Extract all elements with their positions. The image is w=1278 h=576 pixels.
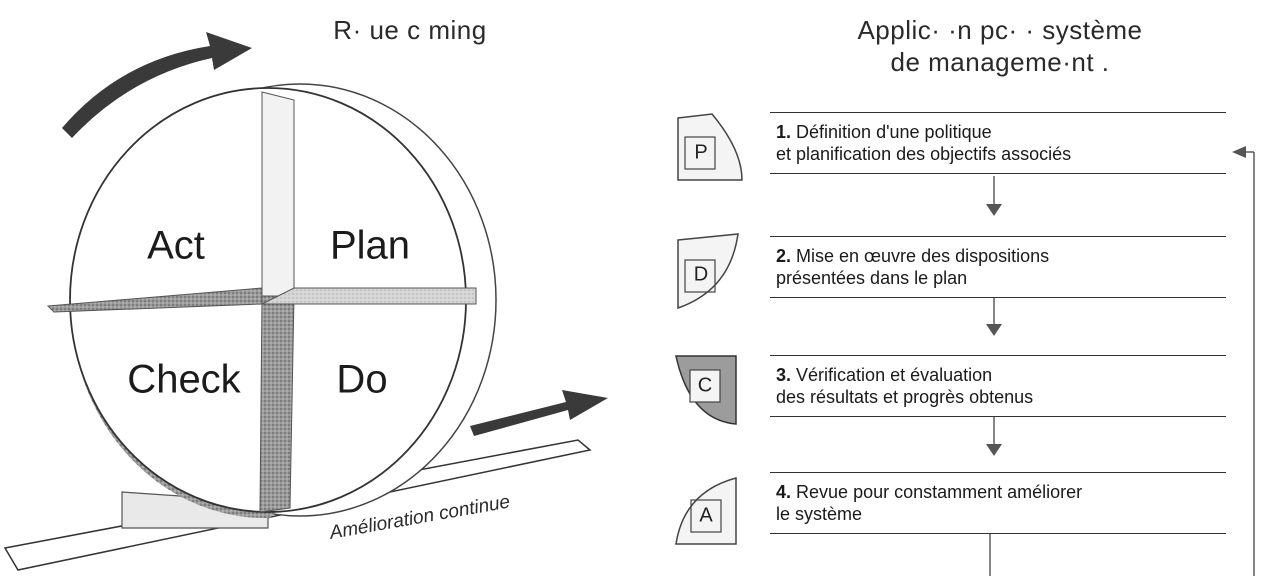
down-arrow-icon bbox=[986, 444, 1002, 456]
badge-c-label: C bbox=[697, 374, 713, 397]
step-connectors bbox=[986, 176, 1002, 456]
step-text: Vérification et évaluation bbox=[796, 365, 993, 385]
step-text: des résultats et progrès obtenus bbox=[776, 387, 1034, 407]
step-text: Définition d'une politique bbox=[796, 122, 992, 142]
step-number: 2. bbox=[776, 246, 792, 266]
step-number: 1. bbox=[776, 122, 792, 142]
plan-label: Plan bbox=[329, 223, 411, 268]
badge-a-label: A bbox=[699, 504, 713, 527]
badge-d-label: D bbox=[693, 263, 709, 286]
step-text: le système bbox=[776, 504, 863, 524]
step-text: présentées dans le plan bbox=[776, 268, 968, 288]
badge-a-icon bbox=[675, 477, 737, 545]
step-box-act: 4. Revue pour constamment améliorer le s… bbox=[770, 472, 1226, 534]
step-box-plan: 1. Définition d'une politique et planifi… bbox=[770, 112, 1226, 174]
right-title: Applic· ·n pc· · système de manageme·nt … bbox=[730, 14, 1270, 78]
check-label: Check bbox=[127, 357, 241, 402]
left-arrow-icon bbox=[1232, 146, 1246, 158]
act-label: Act bbox=[147, 223, 205, 268]
step-text: Mise en œuvre des dispositions bbox=[796, 246, 1050, 266]
down-arrow-icon bbox=[986, 204, 1002, 216]
right-title-line1: Applic· ·n pc· · système bbox=[857, 15, 1143, 45]
step-text: et planification des objectifs associés bbox=[776, 144, 1072, 164]
rotation-arrow-icon bbox=[62, 32, 252, 138]
badge-p-label: P bbox=[694, 141, 708, 164]
progress-arrow-icon bbox=[470, 390, 608, 436]
step-number: 3. bbox=[776, 365, 792, 385]
vertical-divider-bottom bbox=[259, 295, 295, 513]
step-box-do: 2. Mise en œuvre des dispositions présen… bbox=[770, 236, 1226, 298]
pdca-wheel bbox=[46, 83, 497, 519]
feedback-loop bbox=[989, 146, 1255, 576]
vertical-divider-top bbox=[261, 91, 295, 297]
step-number: 4. bbox=[776, 482, 792, 502]
right-title-line2: de manageme·nt . bbox=[890, 47, 1110, 77]
horizontal-divider-right bbox=[261, 287, 477, 305]
badge-d-icon bbox=[677, 233, 739, 310]
down-arrow-icon bbox=[986, 324, 1002, 336]
step-box-check: 3. Vérification et évaluation des résult… bbox=[770, 355, 1226, 417]
badge-p-icon bbox=[677, 113, 743, 181]
badge-c-icon bbox=[675, 355, 737, 425]
left-title: R· ue c ming bbox=[333, 15, 487, 45]
step-text: Revue pour constamment améliorer bbox=[796, 482, 1083, 502]
do-label: Do bbox=[336, 357, 388, 402]
